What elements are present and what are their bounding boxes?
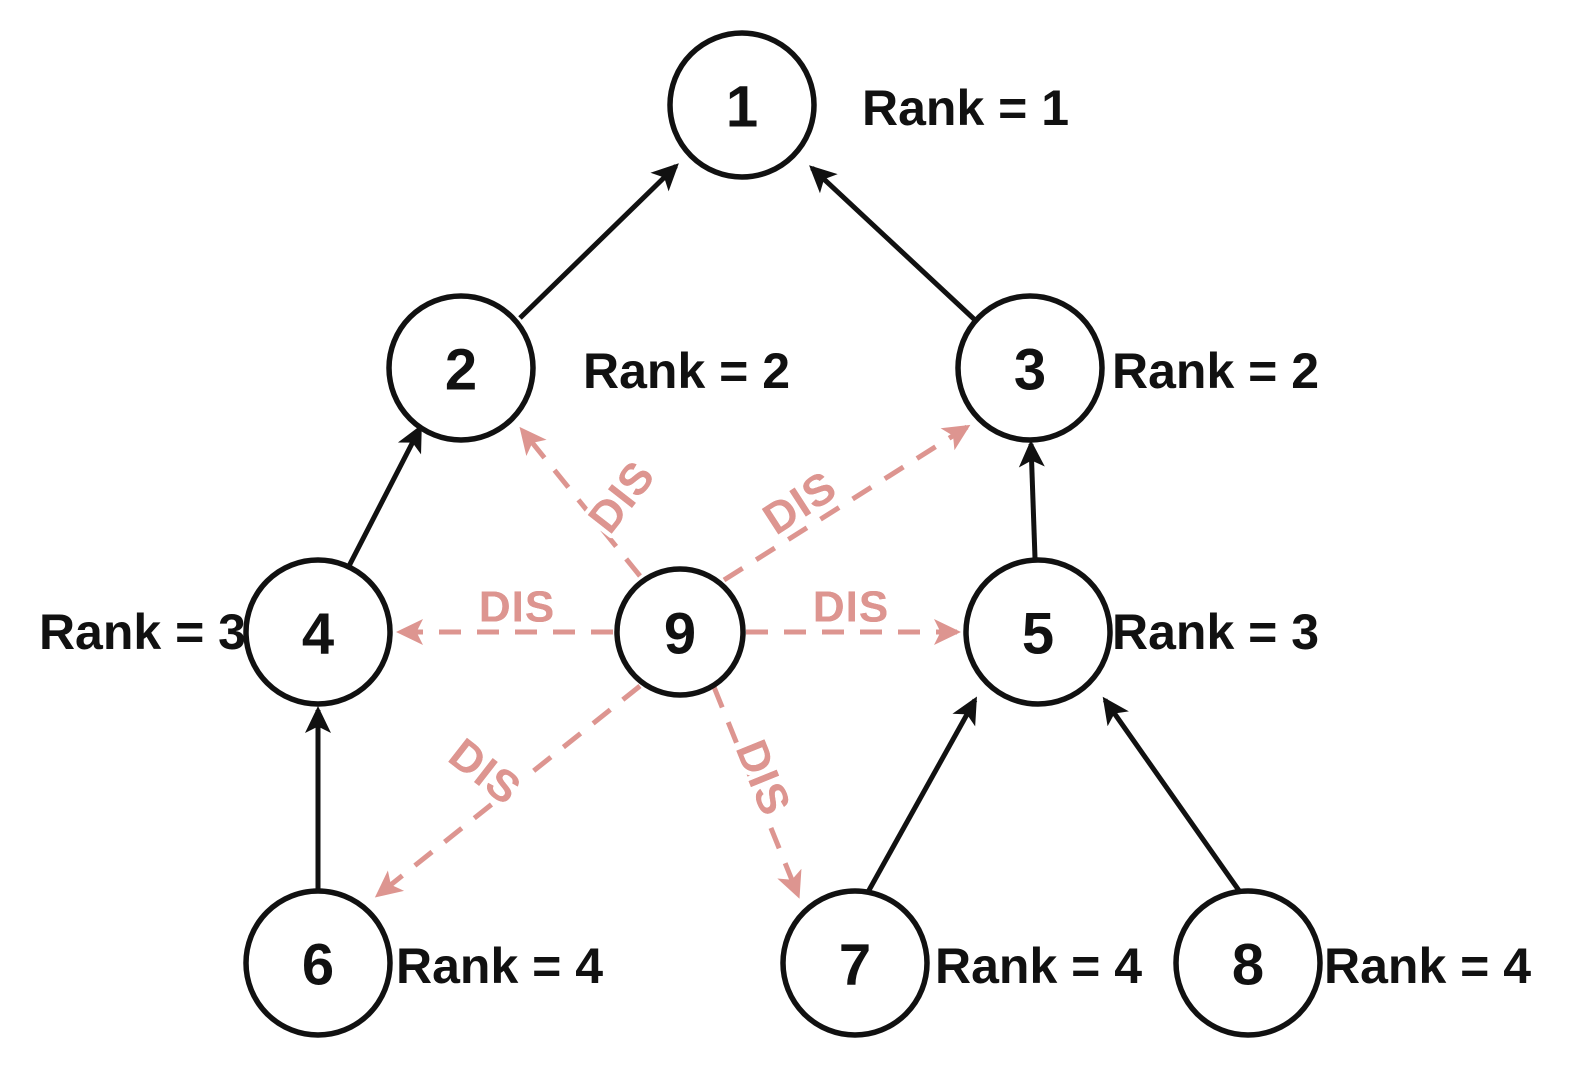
dis-edge-label-dis-9-4: DIS [479,583,555,632]
dis-edge-label-halo-dis-9-5: DIS [813,583,889,632]
node-id-label-6: 6 [302,933,334,998]
node-8[interactable]: 8 [1173,888,1323,1038]
node-id-label-7: 7 [839,933,871,998]
node-id-label-3: 3 [1014,338,1046,403]
node-id-label-2: 2 [445,338,477,403]
dis-edge-layer [374,424,971,899]
node-3[interactable]: 3 [955,293,1105,443]
node-1[interactable]: 1 [667,30,817,180]
tree-edge-layer [305,163,1243,894]
tree-edge-n2-to-n1 [518,163,679,320]
node-9[interactable]: 9 [614,566,746,698]
node-circle-3[interactable] [955,293,1105,443]
dis-edge-label-halo-dis-9-4: DIS [479,583,555,632]
tree-edge-n5-to-n3 [1018,440,1045,559]
node-circle-8[interactable] [1173,888,1323,1038]
tree-edge-n3-to-n1 [809,165,977,322]
rank-label-node-2: Rank = 2 [583,343,790,399]
node-circle-9[interactable] [614,566,746,698]
rank-label-node-6: Rank = 4 [396,938,603,994]
node-4[interactable]: 4 [243,557,393,707]
node-circle-2[interactable] [386,293,536,443]
node-circle-5[interactable] [963,557,1113,707]
dis-edge-label-dis-9-2: DIS [579,452,665,542]
dis-edge-n9-to-n3 [722,424,971,583]
rank-label-node-1: Rank = 1 [862,80,1069,136]
node-circle-6[interactable] [243,888,393,1038]
rank-label-node-5: Rank = 3 [1112,604,1319,660]
node-7[interactable]: 7 [780,888,930,1038]
rank-label-node-8: Rank = 4 [1324,938,1531,994]
node-circle-7[interactable] [780,888,930,1038]
node-6[interactable]: 6 [243,888,393,1038]
rank-label-node-3: Rank = 2 [1112,343,1319,399]
node-id-label-8: 8 [1232,933,1264,998]
dis-edge-label-dis-9-3: DIS [755,462,846,545]
tree-edge-n7-to-n5 [865,696,978,894]
rank-label-node-4: Rank = 3 [39,604,246,660]
node-5[interactable]: 5 [963,557,1113,707]
node-2[interactable]: 2 [386,293,536,443]
tree-edge-n4-to-n2 [346,424,423,568]
node-id-label-4: 4 [302,602,334,667]
dis-edge-n9-to-n6 [374,684,642,898]
tree-edge-n8-to-n5 [1102,696,1243,894]
dis-edge-label-dis-9-5: DIS [813,583,889,632]
node-circle-4[interactable] [243,557,393,707]
dis-edge-n9-to-n2 [519,426,642,578]
node-id-label-5: 5 [1022,602,1054,667]
dis-edge-label-dis-9-6: DIS [440,729,530,815]
dis-edge-label-dis-9-7: DIS [726,733,800,822]
node-circle-1[interactable] [667,30,817,180]
node-id-label-9: 9 [664,602,696,667]
rank-label-node-7: Rank = 4 [935,938,1142,994]
node-id-label-1: 1 [726,75,758,140]
